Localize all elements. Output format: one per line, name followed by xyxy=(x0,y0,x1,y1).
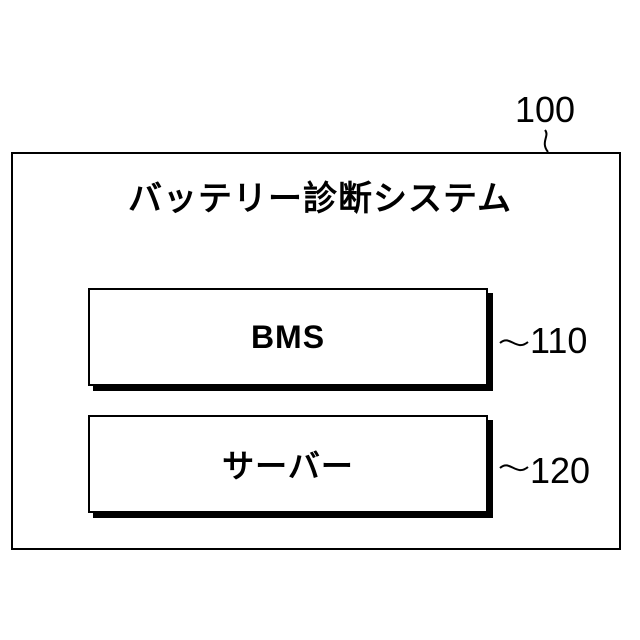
bms-box: BMS xyxy=(88,288,488,386)
system-title: バッテリー診断システム xyxy=(0,182,640,216)
server-label: サーバー xyxy=(222,441,354,487)
server-box: サーバー xyxy=(88,415,488,513)
reference-number-100: 100 xyxy=(515,92,575,128)
reference-number-120: 120 xyxy=(530,453,590,489)
bms-label: BMS xyxy=(251,319,325,356)
leader-100 xyxy=(545,130,548,152)
reference-number-110: 110 xyxy=(530,323,587,359)
